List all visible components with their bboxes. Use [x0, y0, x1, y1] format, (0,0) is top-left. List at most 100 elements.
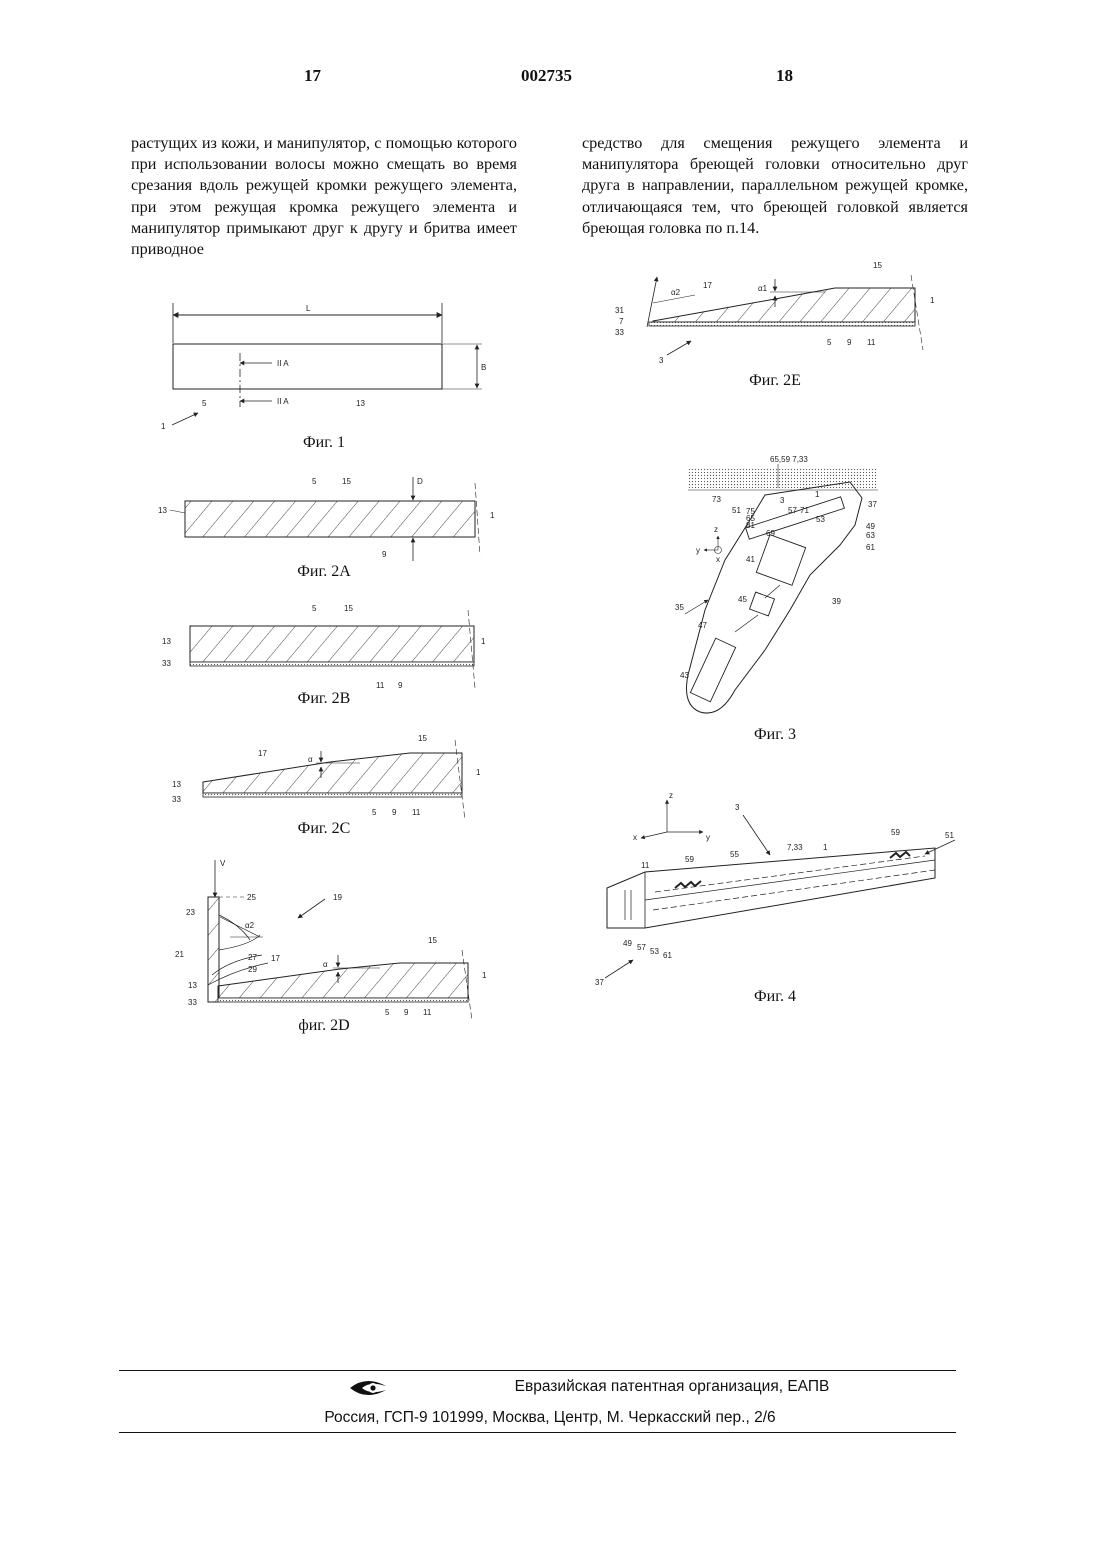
fig3-label-51: 51 [732, 506, 741, 515]
fig2c-label-1: 1 [476, 768, 481, 777]
fig4-label-49: 49 [623, 939, 632, 948]
fig2d-label-9: 9 [404, 1008, 409, 1017]
figure-1-caption: Фиг. 1 [244, 434, 404, 452]
fig3-label-37: 37 [868, 500, 877, 509]
fig3-label-57: 57 [788, 506, 797, 515]
fig2d-label-23: 23 [186, 908, 195, 917]
fig4-label-3: 3 [735, 803, 740, 812]
fig1-label-section-bottom: II A [277, 397, 289, 406]
fig4-label-59-right: 59 [891, 828, 900, 837]
fig2d-label-17: 17 [271, 954, 280, 963]
fig4-label-11: 11 [641, 861, 650, 870]
fig4-label-53: 53 [650, 947, 659, 956]
left-column-paragraph: растущих из кожи, и манипулятор, с помощ… [131, 133, 517, 260]
fig4-label-59-left: 59 [685, 855, 694, 864]
fig4-label-x: x [633, 833, 637, 842]
figure-2e-drawing: α2 17 α1 15 31 7 33 1 3 5 9 11 [605, 255, 965, 355]
fig2c-label-13: 13 [172, 780, 181, 789]
footer-address: Россия, ГСП-9 101999, Москва, Центр, М. … [0, 1409, 1100, 1427]
figure-4-drawing: z x y 3 59 59 51 11 55 7,33 1 49 57 53 6… [595, 780, 965, 995]
right-column-paragraph: средство для смещения режущего элемента … [582, 133, 968, 239]
fig2c-label-33: 33 [172, 795, 181, 804]
fig1-label-5: 5 [202, 399, 207, 408]
fig4-label-z: z [669, 791, 673, 800]
fig1-label-B: B [481, 363, 486, 372]
fig4-label-37: 37 [595, 978, 604, 987]
fig2d-label-33: 33 [188, 998, 197, 1007]
fig2e-label-alpha2: α2 [671, 288, 681, 297]
figure-2b-drawing: 13 33 5 15 1 11 9 [150, 600, 510, 690]
fig2c-label-5: 5 [372, 808, 377, 817]
fig3-label-69: 69 [766, 529, 775, 538]
fig4-label-61: 61 [663, 951, 672, 960]
right-column-text: средство для смещения режущего элемента … [582, 133, 968, 239]
fig4-label-57: 57 [637, 943, 646, 952]
figure-4-caption: Фиг. 4 [695, 988, 855, 1006]
fig2e-label-3: 3 [659, 356, 664, 365]
fig2a-label-13: 13 [158, 506, 167, 515]
fig2c-label-11: 11 [412, 808, 421, 817]
fig2d-label-1: 1 [482, 971, 487, 980]
fig3-label-3: 3 [780, 496, 785, 505]
fig2e-label-7: 7 [619, 317, 624, 326]
fig2e-label-17: 17 [703, 281, 712, 290]
fig3-label-35: 35 [675, 603, 684, 612]
fig2d-label-19: 19 [333, 893, 342, 902]
figure-1-drawing: L B II A II A 5 13 1 [150, 295, 510, 445]
fig2b-label-1: 1 [481, 637, 486, 646]
fig1-label-section-top: II A [277, 359, 289, 368]
figure-2a-drawing: 13 5 15 D 1 9 [150, 475, 510, 565]
fig3-label-71: 71 [800, 506, 809, 515]
fig2e-label-15: 15 [873, 261, 882, 270]
fig1-label-13: 13 [356, 399, 365, 408]
fig3-label-81: 81 [746, 521, 755, 530]
fig3-label-53: 53 [816, 515, 825, 524]
fig2b-label-13: 13 [162, 637, 171, 646]
fig3-label-43: 43 [680, 671, 689, 680]
figure-3-drawing: 65,59 7,33 73 51 37 z y x 35 39 41 45 47… [670, 450, 890, 725]
fig2d-label-15: 15 [428, 936, 437, 945]
figure-2e-caption: Фиг. 2E [695, 372, 855, 390]
fig3-label-x: x [716, 555, 720, 564]
fig2c-label-15: 15 [418, 734, 427, 743]
fig2d-label-21: 21 [175, 950, 184, 959]
fig3-label-y: y [696, 546, 700, 555]
figure-2d-drawing: V 25 23 α2 19 21 27 29 13 33 17 α 15 1 5… [150, 855, 510, 1025]
fig2b-label-11: 11 [376, 681, 385, 690]
figure-2d-caption: фиг. 2D [244, 1017, 404, 1035]
fig3-label-61: 61 [866, 543, 875, 552]
fig2e-label-5: 5 [827, 338, 832, 347]
fig2d-label-29: 29 [248, 965, 257, 974]
fig2a-label-15: 15 [342, 477, 351, 486]
fig3-label-49: 49 [866, 522, 875, 531]
fig2a-label-D: D [417, 477, 423, 486]
document-number: 002735 [521, 66, 572, 86]
left-column-text: растущих из кожи, и манипулятор, с помощ… [131, 133, 517, 260]
fig2d-label-25: 25 [247, 893, 256, 902]
fig3-label-39: 39 [832, 597, 841, 606]
fig4-label-7-33: 7,33 [787, 843, 803, 852]
fig2b-label-9: 9 [398, 681, 403, 690]
fig1-label-L: L [306, 304, 311, 313]
fig4-label-1: 1 [823, 843, 828, 852]
fig2d-label-27: 27 [248, 953, 257, 962]
fig2e-label-alpha1: α1 [758, 284, 768, 293]
footer-rule-top [119, 1370, 956, 1371]
fig3-label-73: 73 [712, 495, 721, 504]
fig2d-label-5: 5 [385, 1008, 390, 1017]
fig2e-label-33: 33 [615, 328, 624, 337]
page-number-right: 18 [776, 66, 793, 86]
fig2c-label-9: 9 [392, 808, 397, 817]
fig4-label-51: 51 [945, 831, 954, 840]
fig3-label-z: z [714, 525, 718, 534]
fig2c-label-alpha: α [308, 755, 313, 764]
fig2a-label-5: 5 [312, 477, 317, 486]
fig2d-label-alpha2: α2 [245, 921, 255, 930]
footer-org: Евразийская патентная организация, ЕАПВ [122, 1378, 1100, 1396]
fig3-label-41: 41 [746, 555, 755, 564]
figure-3-caption: Фиг. 3 [695, 726, 855, 744]
fig2e-label-1: 1 [930, 296, 935, 305]
page-number-left: 17 [304, 66, 321, 86]
figure-2c-drawing: 17 α 15 13 33 1 5 9 11 [150, 730, 510, 825]
fig3-label-45: 45 [738, 595, 747, 604]
